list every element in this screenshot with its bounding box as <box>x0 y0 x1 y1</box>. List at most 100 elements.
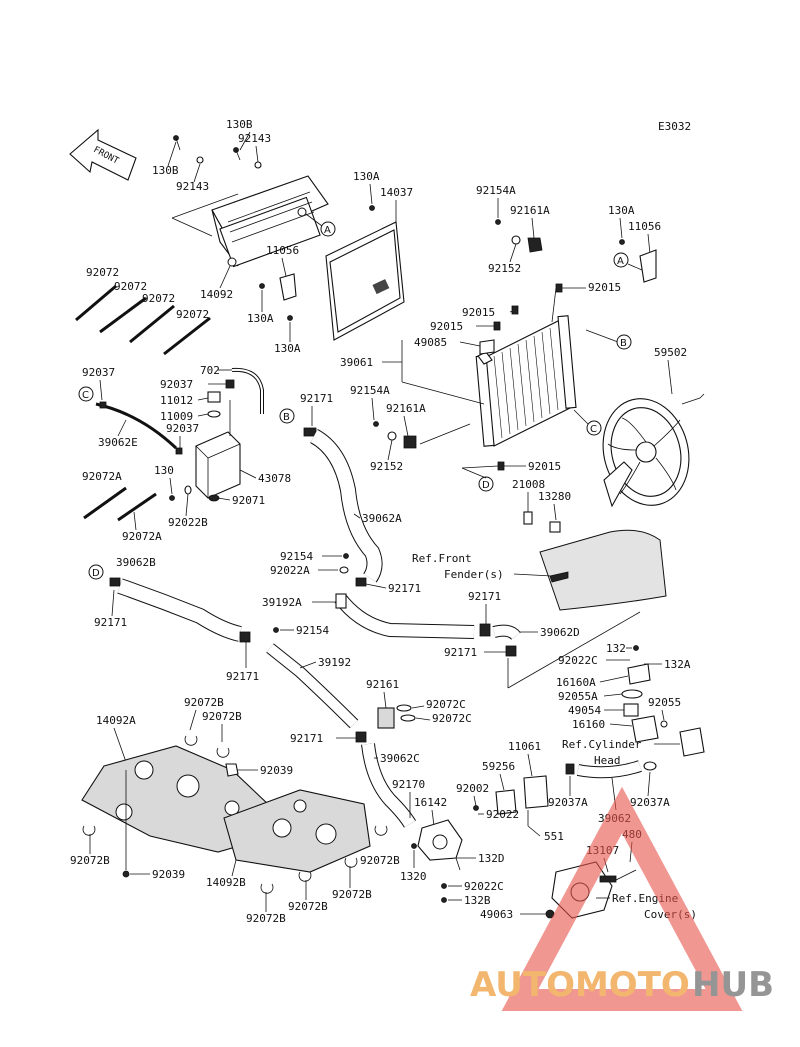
label-13280: 13280 <box>538 490 571 503</box>
svg-text:A: A <box>324 225 331 236</box>
label-92171-b: 92171 <box>388 582 421 595</box>
label-92002: 92002 <box>456 782 489 795</box>
band-92072c-a <box>396 704 412 712</box>
clamp-92037-b <box>99 401 107 409</box>
nut-92015-a <box>555 283 563 293</box>
label-92055: 92055 <box>648 696 681 709</box>
radiator-shroud-14092 <box>211 175 329 268</box>
label-92015-b: 92015 <box>462 306 495 319</box>
radiator-39061 <box>475 315 577 447</box>
label-92154-b: 92154 <box>296 624 329 637</box>
label-11012: 11012 <box>160 394 193 407</box>
clip-92072b-b <box>216 747 230 758</box>
cover-11061 <box>523 775 549 809</box>
clip-92072b-f <box>298 871 312 882</box>
clip-92072b-e <box>344 857 358 868</box>
clip-92072b-d <box>374 825 388 836</box>
label-92022c-b: 92022C <box>464 880 504 893</box>
clamp-92171-g <box>355 731 367 743</box>
label-11056-a: 11056 <box>266 244 299 257</box>
callout-b-right: B <box>616 334 632 350</box>
label-49054: 49054 <box>568 704 601 717</box>
clamp-92171-c <box>479 623 491 637</box>
label-59256: 59256 <box>482 760 515 773</box>
bolt-130a-d <box>619 239 625 245</box>
label-92171-d: 92171 <box>444 646 477 659</box>
gasket-13280 <box>549 521 561 533</box>
label-92161a-a: 92161A <box>510 204 550 217</box>
label-92154-a: 92154 <box>280 550 313 563</box>
callout-c-right: C <box>573 409 602 436</box>
bolt-132b <box>441 897 447 903</box>
label-551: 551 <box>544 830 564 843</box>
label-92022b: 92022B <box>168 516 208 529</box>
clamp-92171-a <box>303 427 317 437</box>
label-92015-c: 92015 <box>430 320 463 333</box>
ref-cylinder-head-line2: Head <box>594 754 621 767</box>
label-92072b-e: 92072B <box>332 888 372 901</box>
label-92072b-b: 92072B <box>202 710 242 723</box>
callout-c-left: C <box>78 386 94 402</box>
nut-92015-b <box>511 305 519 315</box>
label-130a-d: 130A <box>608 204 635 217</box>
bolt-92154-b <box>273 627 279 633</box>
bracket-11056-a <box>279 273 297 301</box>
bolt-130 <box>169 495 175 501</box>
label-92170: 92170 <box>392 778 425 791</box>
diagram-code: E3032 <box>658 120 691 133</box>
ref-front-fender-line2: Fender(s) <box>444 568 504 581</box>
label-43078: 43078 <box>258 472 291 485</box>
svg-text:D: D <box>92 568 100 579</box>
label-11061: 11061 <box>508 740 541 753</box>
ref-front-fender-line1: Ref.Front <box>412 552 472 565</box>
label-92171-f: 92171 <box>226 670 259 683</box>
label-130: 130 <box>154 464 174 477</box>
svg-text:B: B <box>620 338 627 349</box>
automotohub-watermark: AUTOMOTO HUB <box>470 786 774 1011</box>
label-39062c: 39062C <box>380 752 420 765</box>
reserve-tank-43078 <box>195 400 241 499</box>
label-92072b-f: 92072B <box>288 900 328 913</box>
thermostat-cover-16160a <box>627 663 651 685</box>
label-92171-a: 92171 <box>300 392 333 405</box>
svg-text:A: A <box>617 256 624 267</box>
band-92072c-b <box>400 714 416 722</box>
label-11009: 11009 <box>160 410 193 423</box>
callout-a-left: A <box>305 213 336 237</box>
callout-d-left: D <box>88 564 104 580</box>
thermostat-49054 <box>623 703 639 717</box>
grommet-92161 <box>377 707 395 729</box>
cable-straps-92072 <box>75 284 211 356</box>
bolt-1320 <box>411 843 417 849</box>
clamp-92037a-b <box>643 761 657 771</box>
clip-92072b-a <box>184 735 198 746</box>
label-16142: 16142 <box>414 796 447 809</box>
label-92154a-a: 92154A <box>476 184 516 197</box>
label-39061: 39061 <box>340 356 373 369</box>
label-92055a: 92055A <box>558 690 598 703</box>
label-92072b-d: 92072B <box>360 854 400 867</box>
washer-92022c-b <box>441 883 447 889</box>
washer-92022a <box>339 566 349 574</box>
bolt-130a-c <box>287 315 293 321</box>
label-92072b-c: 92072B <box>70 854 110 867</box>
label-92152-a: 92152 <box>488 262 521 275</box>
label-132a: 132A <box>664 658 691 671</box>
label-11056-b: 11056 <box>628 220 661 233</box>
clamp-92037a-a <box>565 763 575 775</box>
label-92143-b: 92143 <box>176 180 209 193</box>
clip-92072b-g <box>260 883 274 894</box>
label-92072a-b: 92072A <box>122 530 162 543</box>
nut-92015-c <box>493 321 501 331</box>
label-49063: 49063 <box>480 908 513 921</box>
cap-49085 <box>479 339 495 355</box>
water-pump-16142 <box>417 819 463 861</box>
impeller-59256 <box>495 789 517 815</box>
label-92015-a: 92015 <box>588 281 621 294</box>
label-39062b: 39062B <box>116 556 156 569</box>
svg-text:C: C <box>82 390 89 401</box>
clamp-92171-b <box>355 577 367 587</box>
callout-d-right: D <box>478 476 494 492</box>
svg-text:C: C <box>590 424 597 435</box>
